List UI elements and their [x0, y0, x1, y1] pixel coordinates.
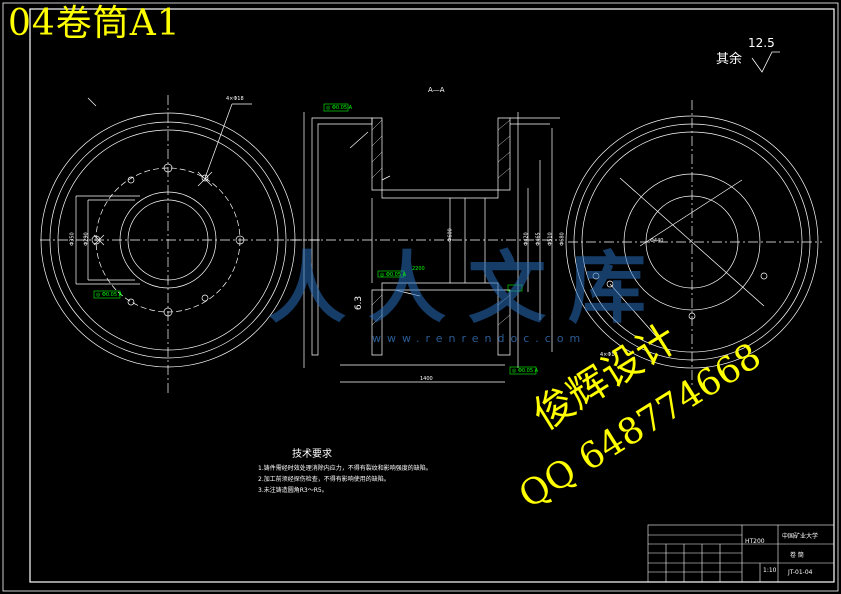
right-diag-1 — [619, 177, 765, 307]
watermark-site-mark: 人人文库 — [268, 244, 669, 334]
dim-section-inner-length: 1400 — [420, 376, 433, 382]
right-diag-2 — [639, 179, 743, 247]
roughness-value: 12.5 — [748, 36, 775, 50]
dim-section-roughness: 6.3 — [354, 295, 365, 311]
left-bolt-hole-4 — [91, 235, 101, 245]
left-end-view — [40, 95, 320, 395]
left-bolt-hole-8 — [127, 176, 135, 184]
right-end-view — [565, 100, 822, 385]
title-block-drawing-no: JT-01-04 — [788, 569, 813, 576]
title-block-school: 中国矿业大学 — [782, 533, 819, 540]
section-tolerance-frame-4 — [507, 284, 523, 292]
section-upper-right-flange — [497, 117, 511, 191]
section-leader-1 — [349, 131, 369, 149]
left-bolt-hole-2 — [235, 235, 245, 245]
left-bolt-circle — [95, 167, 241, 313]
dim-left-outer: Φ350 — [69, 232, 76, 246]
right-circle-4 — [623, 173, 761, 311]
dim-left-bolt: 4×Φ18 — [226, 96, 244, 102]
section-leader-3 — [394, 289, 421, 297]
dim-section-r1: Φ420 — [523, 232, 530, 246]
section-right-rim-top — [510, 117, 560, 125]
left-bolt-hole-5 — [201, 174, 209, 182]
dim-section-r2: Φ465 — [535, 232, 542, 246]
inner-border — [29, 8, 835, 583]
title-block-material: HT200 — [745, 538, 765, 545]
dim-section-r3: Φ510 — [547, 232, 554, 246]
section-upper-left-flange — [371, 117, 383, 191]
tolerance-tag-left: ◎ Φ0.05 A — [96, 292, 123, 298]
left-flange-circle-3 — [57, 129, 279, 351]
section-lower-left-flange — [371, 289, 383, 356]
tolerance-tag-section-top: ◎ Φ0.05 A — [326, 105, 353, 111]
tolerance-tag-section-bottom: ◎ Φ0.05 A — [512, 368, 539, 374]
left-hub-inner-circle — [127, 199, 209, 281]
tech-requirements-title: 技术要求 — [292, 449, 332, 460]
section-tolerance-frame-2 — [377, 270, 405, 278]
tech-note-3: 3.未注铸造圆角R3～R5。 — [258, 487, 328, 494]
dim-left-inner: Φ290 — [83, 232, 90, 246]
roughness-symbol — [751, 51, 780, 73]
left-bolt-hole-6 — [127, 298, 135, 306]
drawing-title-banner: 04卷筒A1 — [8, 3, 181, 44]
section-tolerance-frame-1 — [323, 103, 349, 112]
section-view — [290, 112, 560, 383]
title-block-frame — [647, 524, 835, 583]
right-bolt-hole-4 — [760, 272, 768, 280]
right-bolt-hole-2 — [606, 280, 614, 288]
right-circle-3 — [581, 131, 803, 353]
section-lower-right-flange — [497, 289, 511, 356]
left-leader-line — [204, 103, 233, 179]
title-block — [647, 524, 835, 583]
section-left-rim-top — [311, 117, 373, 356]
left-flange-circle-2 — [49, 121, 287, 359]
dim-right-hub: Φ440 — [650, 238, 664, 244]
watermark-site-url: www.renrendoc.com — [372, 332, 587, 345]
left-section-arrow — [87, 97, 97, 107]
dim-section-bore: Φ600 — [447, 228, 454, 242]
section-hatch-rim — [371, 119, 511, 326]
title-block-scale: 1:10 — [763, 567, 777, 574]
section-leader-2 — [381, 175, 391, 181]
left-bolt-hole-1 — [163, 163, 173, 173]
tech-note-2: 2.加工前须经探伤检查，不得有影响使用的缺陷。 — [258, 476, 390, 483]
dim-section-length: 2200 — [412, 266, 425, 272]
section-upper-shell — [381, 189, 499, 199]
dim-right-bolt: 4×Φ18 — [600, 352, 618, 358]
section-mark: A—A — [428, 86, 445, 94]
right-bolt-hole-1 — [592, 272, 600, 280]
right-outer-circle — [565, 115, 819, 369]
left-bolt-hole-7 — [201, 294, 209, 302]
left-hub-outer-circle — [119, 191, 217, 289]
left-bolt-hole-detail-1 — [197, 171, 213, 187]
left-bolt-hole-3 — [163, 307, 173, 317]
tech-note-1: 1.铸件需经时效处理消除内应力，不得有裂纹和影响强度的缺陷。 — [258, 465, 432, 472]
title-block-part-name: 卷 筒 — [790, 552, 804, 559]
right-bolt-hole-3 — [688, 312, 696, 320]
section-tolerance-frame-3 — [509, 366, 537, 375]
left-tolerance-frame — [93, 290, 121, 299]
left-bolt-hole-detail-2 — [93, 234, 105, 246]
right-leader-line — [609, 283, 671, 353]
roughness-label: 其余 — [716, 52, 743, 67]
dim-section-r4: Φ680 — [559, 232, 566, 246]
right-circle-2 — [573, 123, 811, 361]
tolerance-tag-section-mid: ◎ Φ0.05 A — [380, 272, 407, 278]
